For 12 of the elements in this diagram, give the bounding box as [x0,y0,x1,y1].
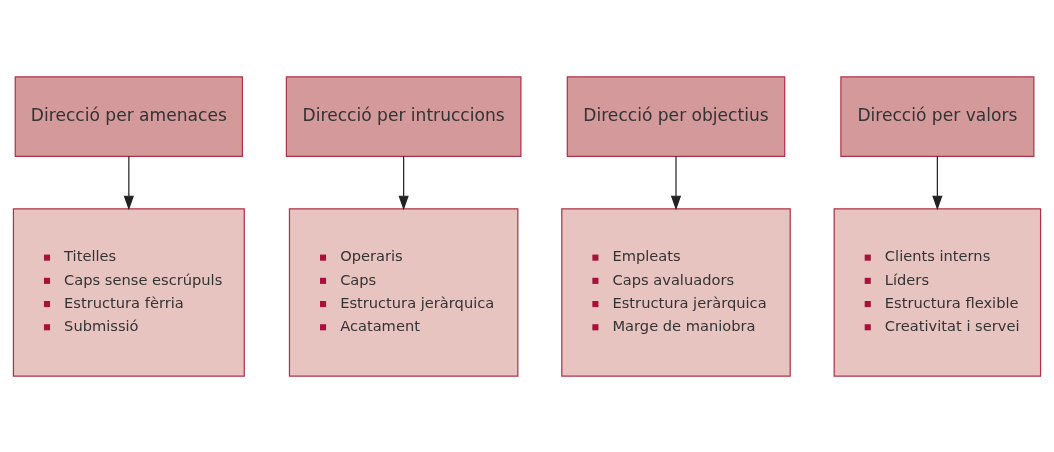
node-box: Empleats Caps avaluadors Estructura jeràrquica Marge de maniobra [561,207,791,377]
node-box: Direcció per intruccions [285,75,522,157]
node-box: Direcció per valors [840,75,1035,157]
node-box: Titelles Caps sense escrúpuls Estructura fèrria Submissió [12,207,245,377]
arrow [670,155,682,210]
arrow [398,155,409,210]
node-box: Clients interns Líders Estructura flexible Creativitat i servei [833,207,1042,377]
arrow [123,155,134,210]
node-box: Operaris Caps Estructura jeràrquica Acatament [288,207,519,377]
node-box: Direcció per amenaces [14,75,244,157]
arrow [932,155,943,210]
node-box: Direcció per objectius [566,75,786,157]
